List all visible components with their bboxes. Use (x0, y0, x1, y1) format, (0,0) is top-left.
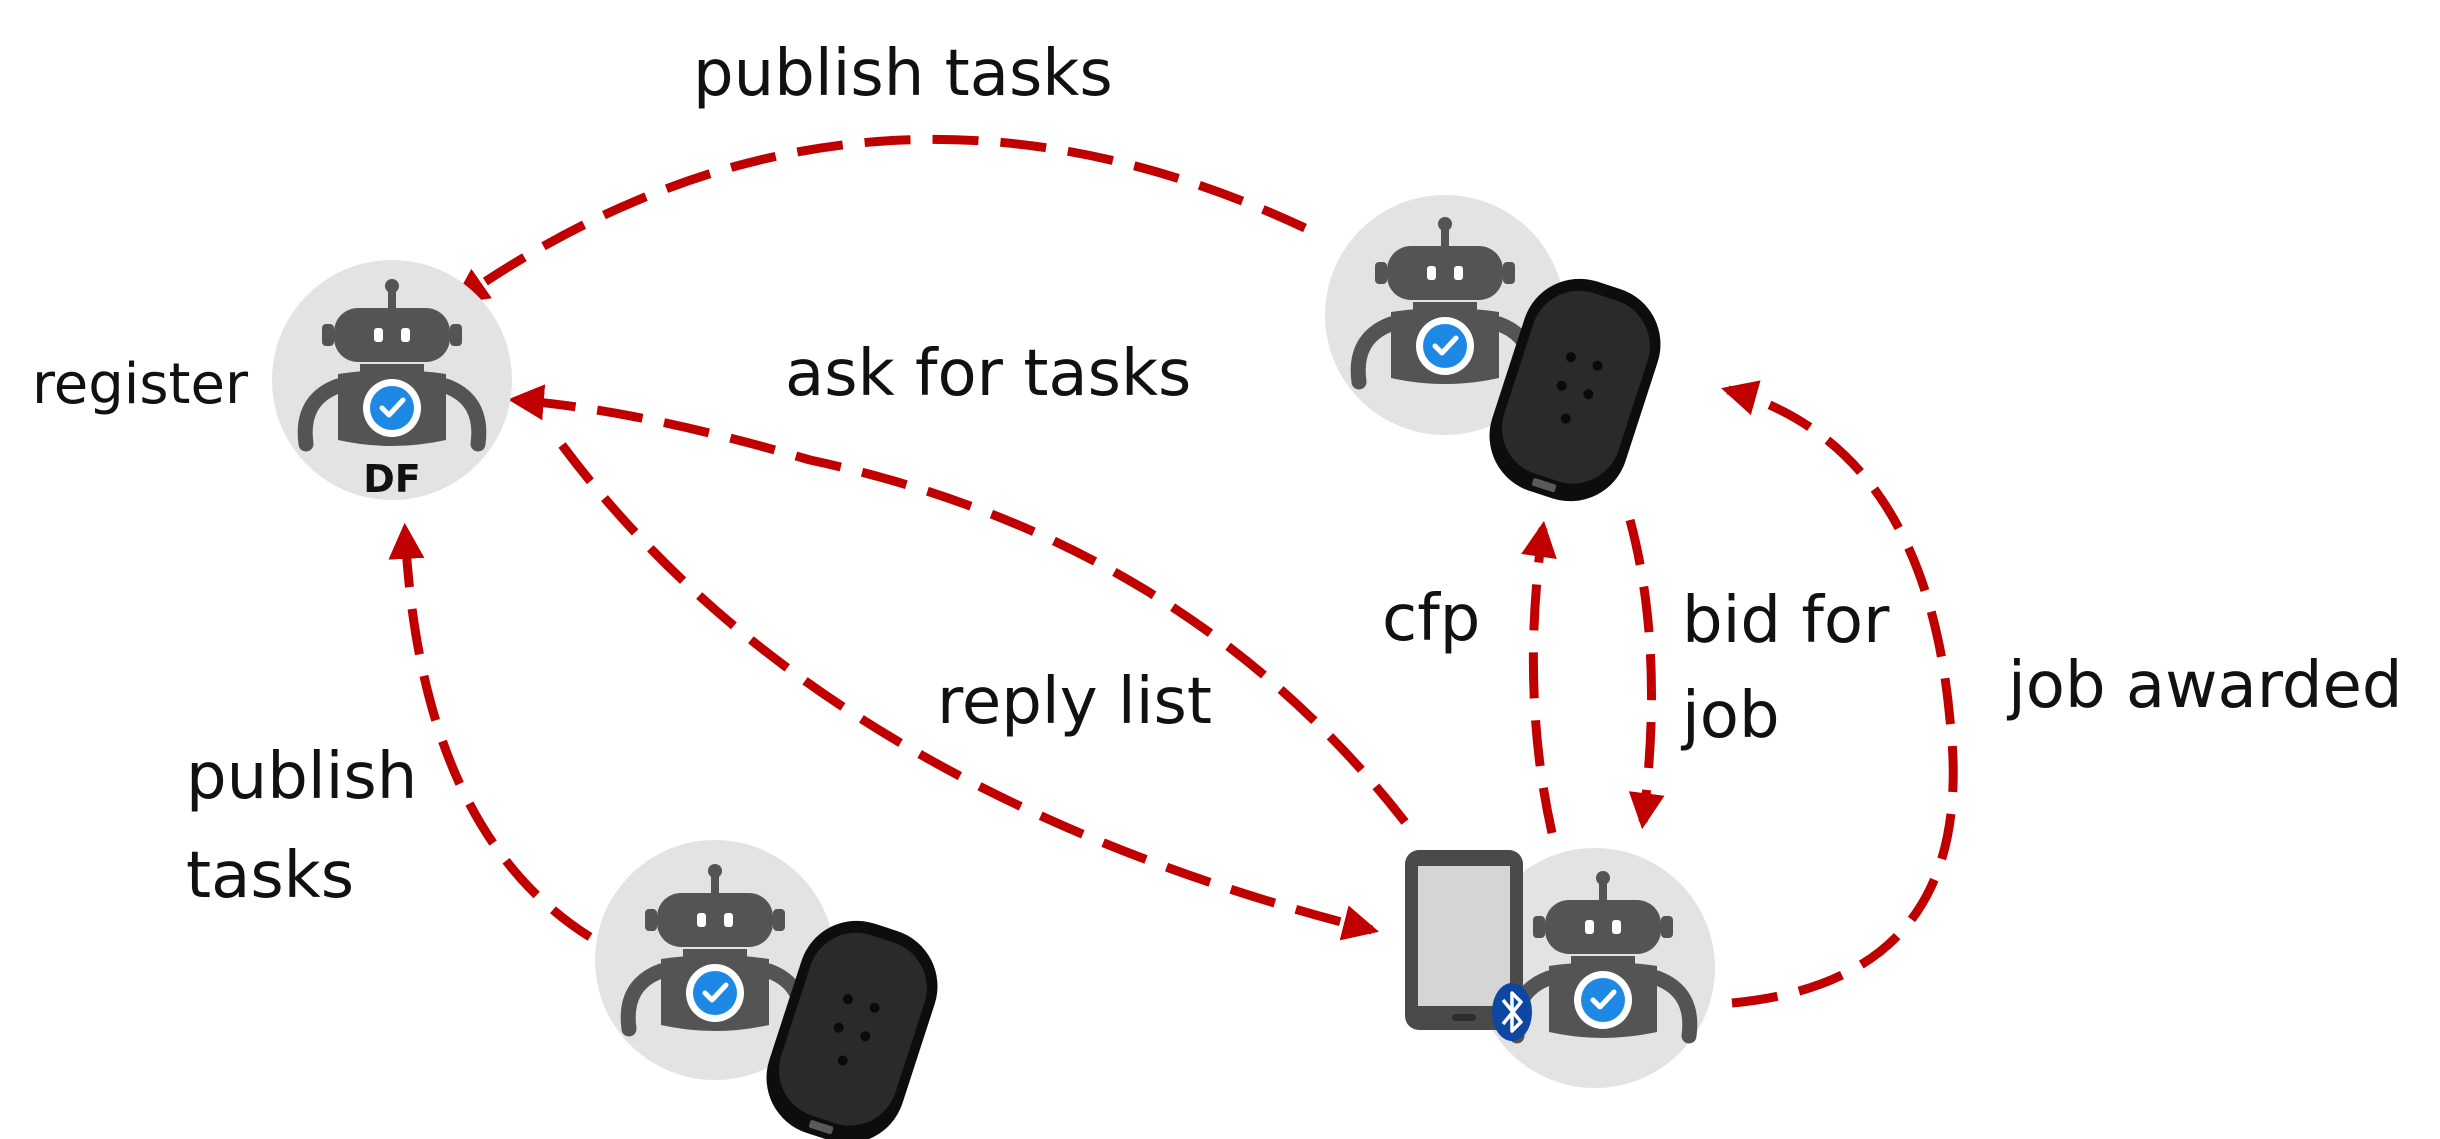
edge-job-awarded (1721, 380, 1958, 1008)
arrows (388, 134, 1958, 1008)
edge-cfp (1521, 520, 1557, 834)
label-reply-list: reply list (937, 665, 1212, 739)
label-cfp: cfp (1382, 582, 1480, 656)
edge-publish-tasks-left (388, 522, 593, 941)
edge-reply-list (558, 442, 1379, 941)
edge-publish-tasks-top (452, 134, 1307, 305)
edge-bid-for-job (1625, 518, 1665, 830)
df-caption: DF (363, 457, 421, 501)
bluetooth-icon (1492, 983, 1532, 1041)
label-bid-for-job-line-2: job (1680, 679, 1780, 753)
label-publish-tasks-top: publish tasks (693, 37, 1113, 111)
node-agent-bottom-right (1405, 848, 1715, 1088)
phone-icon (1405, 850, 1523, 1030)
label-job-awarded: job awarded (2006, 649, 2403, 723)
node-df-agent: DF (272, 260, 512, 501)
label-ask-for-tasks: ask for tasks (785, 337, 1191, 411)
label-bid-for-job-line-1: bid for (1682, 584, 1890, 658)
labels: publish tasks register ask for tasks rep… (32, 37, 2403, 913)
label-register: register (32, 352, 249, 417)
label-publish-tasks-left-line-1: publish (186, 740, 417, 814)
label-publish-tasks-left-line-2: tasks (186, 839, 354, 913)
node-agent-top-right (1325, 195, 1676, 517)
edge-ask-for-tasks (507, 384, 1409, 825)
node-agent-bottom-left (595, 840, 953, 1139)
